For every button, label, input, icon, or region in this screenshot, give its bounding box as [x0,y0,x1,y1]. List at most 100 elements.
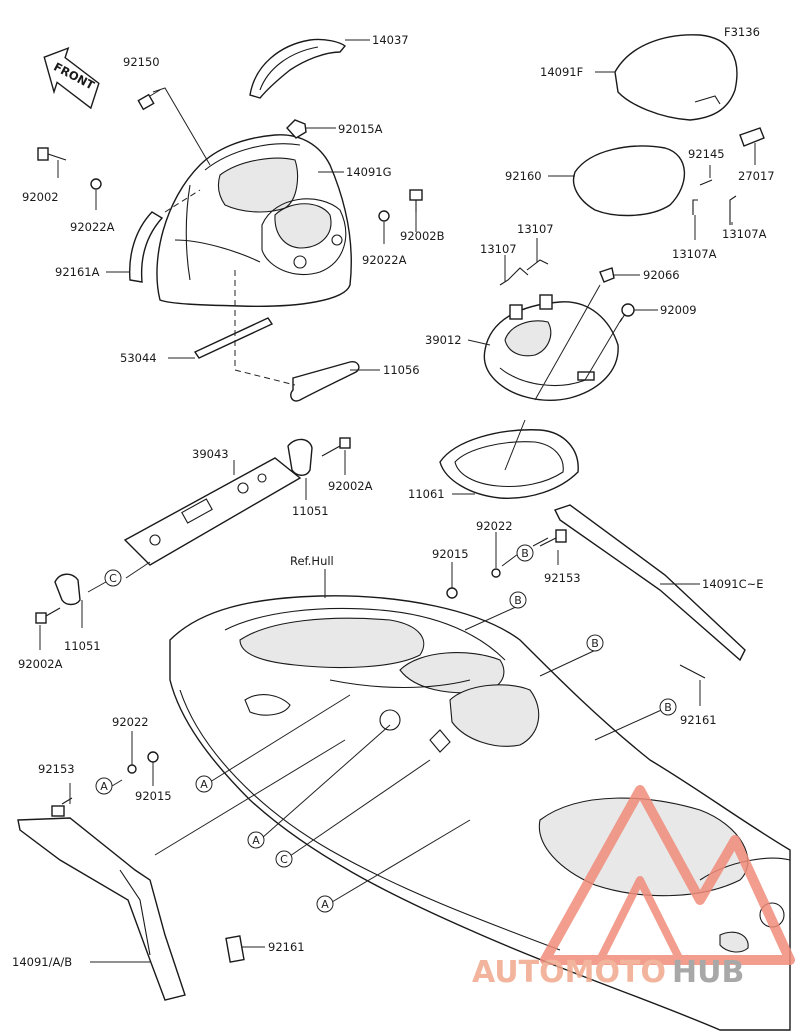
pad-92161-right-part [679,664,706,679]
svg-text:A: A [100,780,108,793]
label-39012: 39012 [425,333,462,347]
bolt-92153-right-part [539,529,567,547]
bolt-92002a-top-part [321,437,351,457]
trim-14091ce-part [554,504,746,662]
svg-text:A: A [200,778,208,791]
label-27017: 27017 [738,169,775,183]
pad-92161-bottom-part [225,935,245,963]
label-92015a: 92015A [338,122,383,136]
label-92153-right: 92153 [544,571,581,585]
svg-text:A: A [321,898,329,911]
washer-92022a-left-part [90,178,102,190]
label-11051-bottom: 11051 [64,639,101,653]
bolt-92002a-bottom-part [35,607,61,624]
bolt-92002-part [37,147,67,161]
ref-marker-a-3: A [247,831,265,849]
label-92002a-top: 92002A [328,479,373,493]
label-13107-top: 13107 [517,222,554,236]
clip-92015a-part [286,119,307,139]
svg-text:A: A [252,834,260,847]
ref-marker-b-2: B [509,591,527,609]
label-92015-left: 92015 [135,789,172,803]
plate-11051-bottom-part [54,573,81,606]
bracket-11056-part [290,360,360,402]
panel-39043-part [123,457,302,566]
cap-27017-part [739,127,765,147]
label-14091ce: 14091C~E [702,577,764,591]
label-92015-right: 92015 [432,547,469,561]
label-92002: 92002 [22,190,59,204]
front-arrow-icon: FRONT [43,46,100,110]
plate-11051-top-part [287,438,313,476]
watermark-text-2: HUB [672,955,744,990]
label-53044: 53044 [120,351,157,365]
label-92002a-bottom: 92002A [18,657,63,671]
label-14091g: 14091G [346,165,392,179]
label-11061: 11061 [408,487,445,501]
label-13107a-right: 13107A [722,227,767,241]
label-13107a-left: 13107A [672,247,717,261]
compartment-39012-part [483,294,619,401]
label-92145: 92145 [688,147,725,161]
label-92161a: 92161A [55,265,100,279]
dash-cover-part [156,134,352,307]
svg-text:B: B [664,701,672,714]
pad-92160-part [572,145,686,217]
bolt-92002b-part [409,189,423,212]
leader-lines [39,39,756,963]
svg-text:B: B [514,594,522,607]
pad-92161a-part [128,211,164,283]
label-92153-left: 92153 [38,762,75,776]
part-labels: 14037 14091F 92150 92015A 14091G 92002 9… [12,33,775,969]
label-14037: 14037 [372,33,409,47]
label-11056: 11056 [383,363,420,377]
nut-92015-left-part [147,751,159,763]
watermark-logo: AUTOMOTO HUB [472,785,795,990]
label-92160: 92160 [505,169,542,183]
washer-92022-right-part [491,568,501,578]
clip-92145-part [699,179,713,186]
ref-marker-b-1: B [516,544,534,562]
label-92022-right: 92022 [476,519,513,533]
screw-92009-part [619,303,635,323]
label-92022a-right: 92022A [362,253,407,267]
ref-marker-b-3: B [586,634,604,652]
svg-text:B: B [521,547,529,560]
gasket-11061-part [439,429,579,499]
spring-13107-left-part [499,267,529,286]
watermark-text-1: AUTOMOTO [472,955,666,990]
label-92022a-left: 92022A [70,220,115,234]
label-39043: 39043 [192,447,229,461]
nut-92015-right-part [446,587,458,599]
clip-13107a-right-part [729,195,737,225]
svg-text:C: C [280,853,288,866]
lid-14091f-part [614,34,738,121]
ref-marker-c-1: C [104,569,122,587]
label-14091ab: 14091/A/B [12,955,72,969]
label-14091f: 14091F [540,65,583,79]
label-92002b: 92002B [400,229,445,243]
trim-14091ab-part [17,817,186,1001]
label-ref-hull: Ref.Hull [290,554,334,568]
grommet-92066-part [599,267,615,283]
handle-cover-part [249,38,346,99]
label-92022-left: 92022 [112,715,149,729]
rail-53044-part [193,317,274,359]
label-92161-bottom: 92161 [268,940,305,954]
label-13107-left: 13107 [480,242,517,256]
washer-92022a-right-part [378,210,390,222]
bolt-92150-part [137,89,161,111]
figure-code: F3136 [724,25,760,39]
label-92009: 92009 [660,303,697,317]
label-92150: 92150 [123,55,160,69]
ref-marker-a-1: A [95,777,113,795]
ref-marker-a-4: A [316,895,334,913]
bolt-92153-left-part [51,797,73,817]
label-11051-top: 11051 [292,504,329,518]
clip-13107a-left-part [692,199,698,215]
label-92066: 92066 [643,268,680,282]
label-92161-right: 92161 [680,713,717,727]
washer-92022-left-part [127,764,137,774]
ref-marker-b-4: B [659,698,677,716]
